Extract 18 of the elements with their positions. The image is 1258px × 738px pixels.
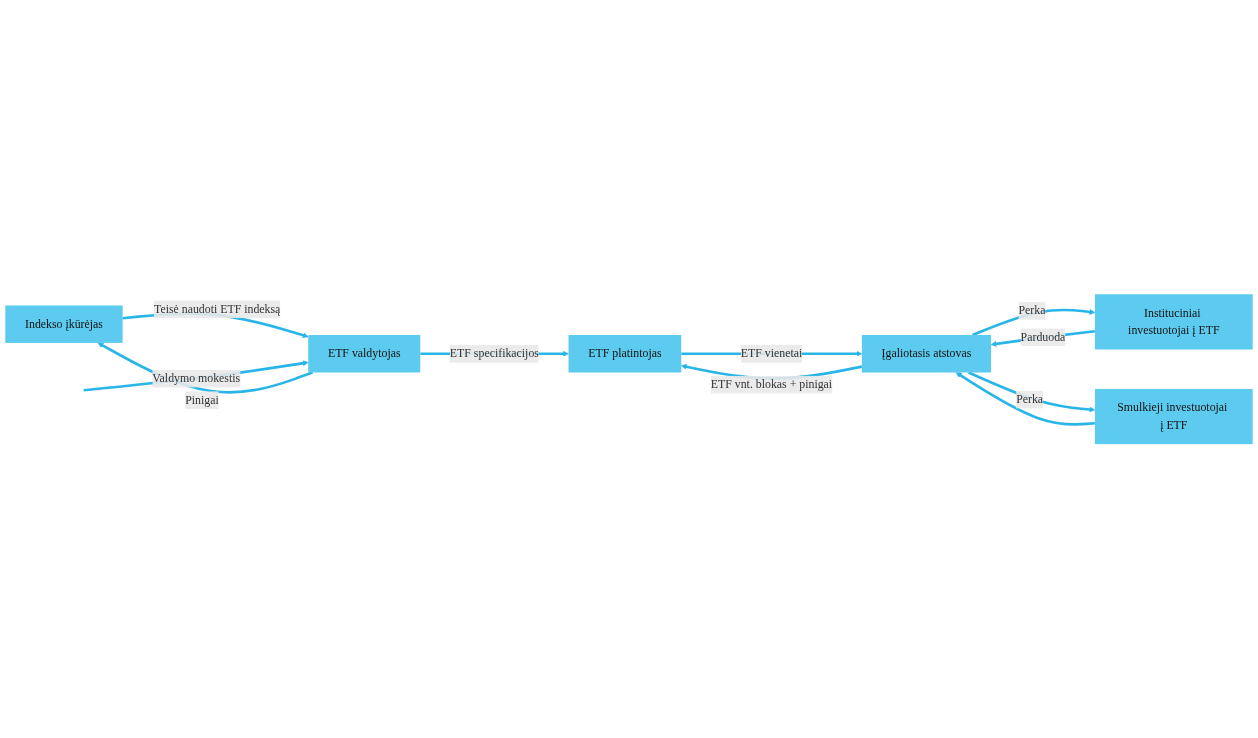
- node-box: Instituciniai investuotojai į ETF: [1094, 294, 1253, 350]
- node-box: ETF platintojas: [568, 334, 682, 373]
- node-box: ETF valdytojas: [308, 334, 421, 373]
- edge-label: Teisė naudoti ETF indeksą: [153, 302, 281, 316]
- edge-label: Perka: [1018, 303, 1046, 317]
- edge-label: Pinigai: [185, 393, 219, 407]
- arrow: [83, 360, 309, 392]
- edge-label: ETF specifikacijos: [449, 346, 539, 360]
- edge-label: ETF vnt. blokas + pinigai: [710, 377, 833, 391]
- node-box: Indekso įkūrėjas: [5, 305, 123, 343]
- arrow: [968, 371, 1096, 413]
- edge-label: ETF vienetai: [740, 346, 803, 360]
- edge-label: Valdymo mokestis: [152, 371, 241, 385]
- node-box: Smulkieji investuotojai į ETF: [1094, 388, 1253, 444]
- edge-label: Perka: [1016, 392, 1044, 406]
- arrow: [955, 372, 1095, 426]
- edge-label: Parduoda: [1020, 330, 1066, 344]
- node-box: Įgaliotasis atstovas: [861, 334, 992, 373]
